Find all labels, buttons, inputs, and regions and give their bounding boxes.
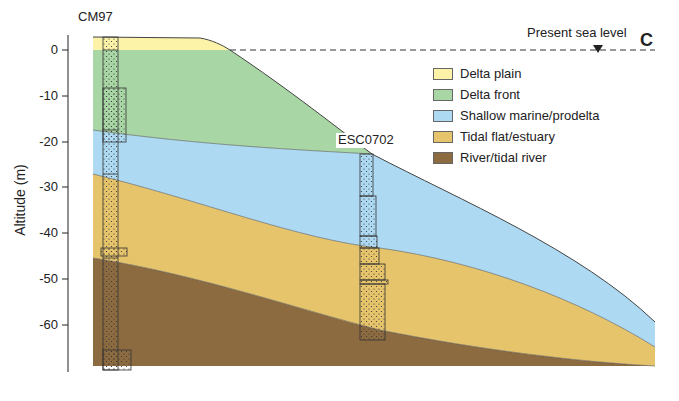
tick-label: 0 (51, 43, 58, 58)
sea-level-marker (593, 45, 603, 53)
legend-swatch (433, 131, 453, 143)
borehole-name: CM97 (78, 10, 113, 25)
delta-front-layer (93, 50, 372, 154)
tick-label: -50 (39, 272, 58, 287)
legend-text: Tidal flat/estuary (460, 130, 555, 145)
sea-level-label: Present sea level (527, 26, 627, 41)
tick-label: -30 (39, 180, 58, 195)
tick-label: -10 (39, 89, 58, 104)
layer-boundaries (93, 130, 655, 366)
panel-letter: C (640, 30, 653, 51)
legend-text: Shallow marine/prodelta (460, 109, 599, 124)
seafloor-line (93, 37, 655, 322)
axis-title: Altitude (m) (12, 164, 28, 236)
sea-level-line (230, 50, 655, 51)
y-axis (62, 35, 68, 372)
borehole-name: ESC0702 (336, 133, 396, 148)
tick-label: -60 (39, 318, 58, 333)
legend-swatch (433, 152, 453, 164)
legend-swatch (433, 110, 453, 122)
legend-text: Delta front (460, 88, 520, 103)
borehole-log (360, 154, 388, 340)
legend-swatch (433, 89, 453, 101)
borehole-log (101, 37, 131, 370)
legend-swatch (433, 68, 453, 80)
tick-label: -40 (39, 226, 58, 241)
legend-text: Delta plain (460, 67, 521, 82)
legend-text: River/tidal river (460, 151, 547, 166)
tick-label: -20 (39, 135, 58, 150)
shallow-marine-layer (93, 130, 655, 347)
